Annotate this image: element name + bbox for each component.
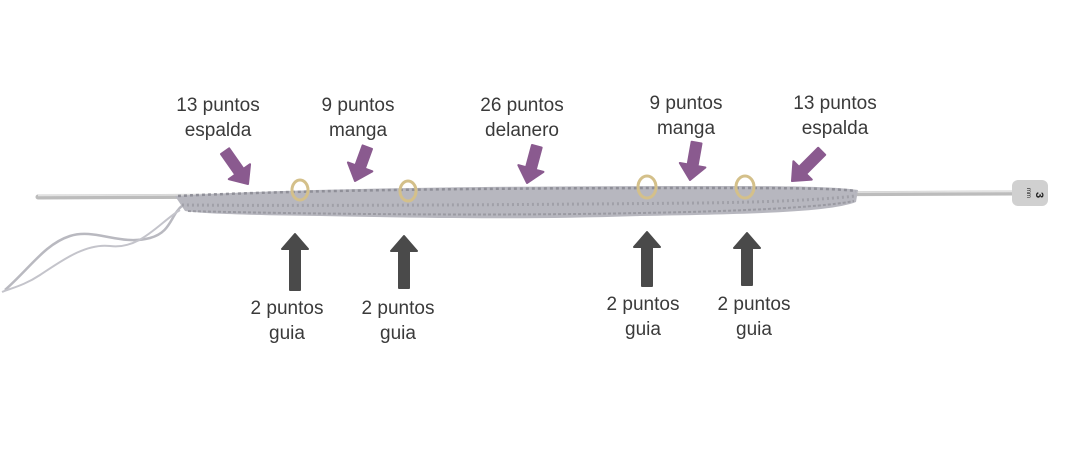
stitch-marker (734, 174, 756, 200)
arrow-up-icon (390, 235, 418, 289)
arrow-up-icon (733, 232, 761, 286)
knitted-fabric (175, 186, 858, 219)
yarn-tail-2 (1, 209, 181, 293)
needle-size-tag (1012, 180, 1048, 206)
label-2-puntos-guia-3: 2 puntos guia (606, 294, 680, 340)
needle-tag-number: 3 (1033, 192, 1045, 198)
arrow-down-icon (346, 144, 374, 182)
bottom-arrows (281, 231, 761, 291)
arrow-up-icon (281, 233, 309, 291)
top-arrows (219, 140, 827, 185)
yarn-tail (4, 204, 184, 291)
arrow-down-icon (678, 140, 707, 181)
arrow-up-icon (633, 231, 661, 287)
label-9-puntos-manga-right: 9 puntos manga (649, 93, 723, 139)
label-9-puntos-manga-left: 9 puntos manga (321, 95, 395, 141)
arrow-down-icon (791, 146, 827, 182)
stitch-marker (636, 174, 658, 200)
label-2-puntos-guia-2: 2 puntos guia (361, 298, 435, 344)
arrow-down-icon (517, 144, 545, 184)
label-2-puntos-guia-4: 2 puntos guia (717, 294, 791, 340)
stitch-markers (290, 174, 756, 203)
needle-tag-unit: mm (1025, 188, 1031, 198)
arrow-down-icon (219, 147, 252, 185)
label-26-puntos-delanero: 26 puntos delanero (480, 95, 564, 141)
label-2-puntos-guia-1: 2 puntos guia (250, 298, 324, 344)
stitch-marker (290, 178, 310, 202)
label-13-puntos-espalda-left: 13 puntos espalda (176, 95, 260, 141)
stitch-marker (398, 179, 418, 203)
label-13-puntos-espalda-right: 13 puntos espalda (793, 93, 877, 139)
